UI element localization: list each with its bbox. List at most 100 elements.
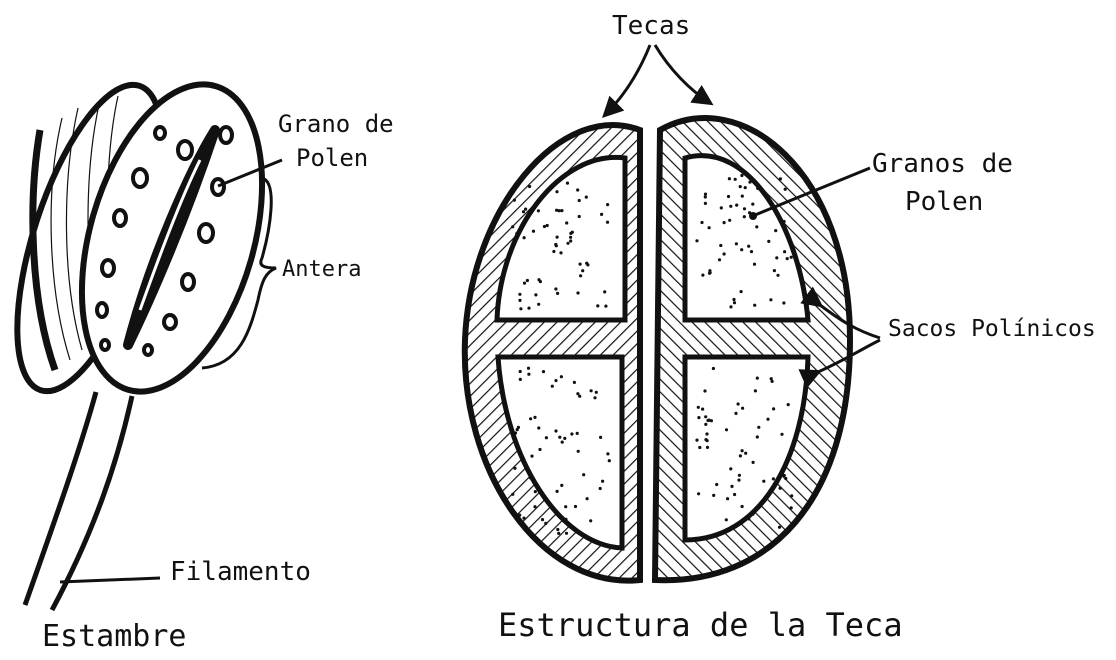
pollen-speck [585, 196, 588, 199]
pollen-speck [530, 455, 533, 458]
pollen-speck [527, 367, 530, 370]
pollen-speck [750, 250, 753, 253]
tecas-arrow-right [655, 45, 710, 103]
pollen-speck [544, 522, 547, 525]
pollen-speck [606, 203, 609, 206]
pollen-speck [783, 474, 786, 477]
pollen-speck [704, 202, 707, 205]
pollen-speck [726, 497, 729, 500]
pollen-speck [698, 446, 701, 449]
pollen-speck [790, 256, 793, 259]
pollen-speck [532, 230, 535, 233]
pollen-speck [701, 408, 704, 411]
pollen-speck [556, 528, 559, 531]
pollen-speck [574, 505, 577, 508]
pollen-speck [729, 467, 732, 470]
pollen-speck [579, 274, 582, 277]
pollen-speck [541, 518, 544, 521]
pollen-speck [762, 480, 765, 483]
pollen-speck [537, 303, 540, 306]
pollen-speck [593, 396, 596, 399]
pollen-speck [522, 517, 525, 520]
pollen-speck [729, 205, 732, 208]
pollen-speck [599, 487, 602, 490]
pollen-speck [741, 407, 744, 410]
pollen-speck [570, 432, 573, 435]
pollen-speck [578, 215, 581, 218]
pollen-speck [743, 207, 746, 210]
pollen-speck [738, 474, 741, 477]
pollen-speck [704, 415, 707, 418]
pollen-speck [719, 244, 722, 247]
pollen-speck [769, 298, 772, 301]
pollen-speck [715, 483, 718, 486]
pollen-speck [601, 480, 604, 483]
pollen-speck [533, 505, 536, 508]
pollen-speck [741, 195, 744, 198]
pollen-speck [518, 299, 521, 302]
pollen-speck [704, 193, 707, 196]
pollen-speck [776, 274, 779, 277]
pollen-speck [754, 389, 757, 392]
pollen-speck [782, 301, 785, 304]
pollen-speck [554, 379, 557, 382]
pollen-speck [573, 381, 576, 384]
pollen-speck [576, 291, 579, 294]
pollen-speck [748, 181, 751, 184]
label-tecas: Tecas [612, 11, 690, 41]
pollen-speck [554, 243, 557, 246]
pollen-speck [527, 373, 530, 376]
pollen-speck [734, 178, 737, 181]
pollen-speck [551, 385, 554, 388]
pollen-speck [744, 186, 747, 189]
pollen-speck [697, 416, 700, 419]
pollen-speck [756, 435, 759, 438]
label-filamento: Filamento [170, 557, 311, 587]
pollen-speck [582, 473, 585, 476]
label-grano-de: Grano de [278, 110, 394, 138]
pollen-speck [790, 506, 793, 509]
pollen-speck [554, 429, 557, 432]
pollen-speck [564, 518, 567, 521]
pollen-speck [555, 190, 558, 193]
pollen-speck [538, 448, 541, 451]
pollen-speck [537, 209, 540, 212]
pollen-speck [527, 307, 530, 310]
pollen-speck [751, 513, 754, 516]
pollen-speck [556, 292, 559, 295]
pollen-speck [543, 225, 546, 228]
pollen-speck [737, 402, 740, 405]
pollen-speck [700, 221, 703, 224]
pollen-speck [727, 195, 730, 198]
pollen-speck [766, 418, 769, 421]
label-sacos-polinicos: Sacos Polínicos [888, 316, 1096, 342]
label-polen-left: Polen [296, 144, 368, 172]
pollen-speck [569, 236, 572, 239]
theca-cross-section [465, 45, 880, 581]
pollen-speck [790, 494, 793, 497]
pollen-speck [577, 450, 580, 453]
pollen-speck [558, 436, 561, 439]
pollen-speck [734, 412, 737, 415]
pollen-speck [705, 432, 708, 435]
pollen-speck [557, 532, 560, 535]
pollen-speck [522, 210, 525, 213]
pollen-speck [753, 304, 756, 307]
pollen-speck [773, 269, 776, 272]
filamento-leader-line [60, 578, 160, 582]
pollen-speck [741, 505, 744, 508]
pollen-speck [565, 221, 568, 224]
pollen-speck [561, 441, 564, 444]
pollen-speck [739, 454, 742, 457]
pollen-speck [780, 433, 783, 436]
stamen-illustration [0, 64, 294, 610]
pollen-speck [533, 416, 536, 419]
pollen-speck [578, 395, 581, 398]
pollen-speck [537, 426, 540, 429]
pollen-speck [697, 406, 700, 409]
pollen-speck [779, 487, 782, 490]
pollen-speck [586, 497, 589, 500]
pollen-speck [783, 220, 786, 223]
pollen-speck [518, 514, 521, 517]
pollen-speck [737, 479, 740, 482]
